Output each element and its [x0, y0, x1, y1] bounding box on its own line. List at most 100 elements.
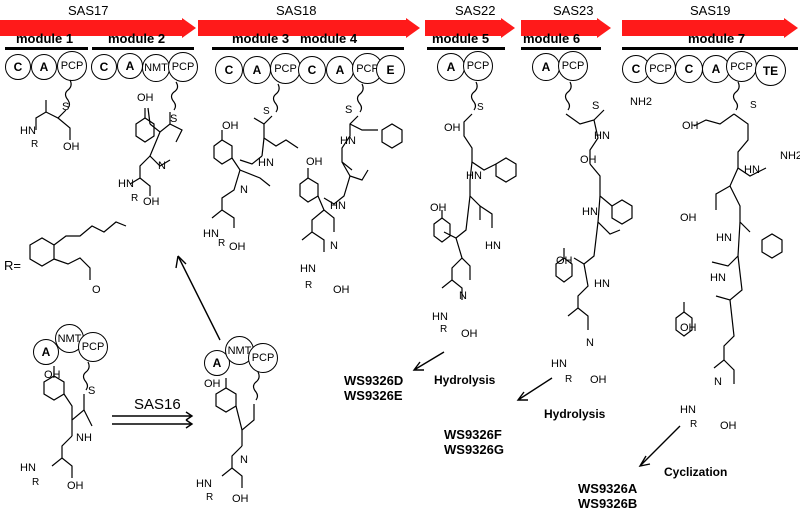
lower-left-domain-nmt: NMT: [55, 324, 84, 353]
m7-atom-hn-low: HN: [710, 272, 726, 284]
gene-label-sas23: SAS23: [553, 3, 594, 18]
m6-domain-pcp: PCP: [558, 51, 588, 81]
lm-atom-oh-bottom: OH: [232, 493, 249, 505]
lower-mid-domain-pcp: PCP: [248, 343, 278, 373]
lower-mid-domain-nmt: NMT: [225, 336, 254, 365]
m2-atom-oh-top: OH: [137, 92, 154, 104]
product-ws9326e: WS9326E: [344, 388, 403, 403]
product-ws9326d: WS9326D: [344, 373, 404, 388]
module-4-bar: [298, 47, 404, 50]
m7-domain-pcp2: PCP: [726, 51, 757, 82]
m3-atom-r: R: [218, 238, 226, 249]
m6-atom-hn-low: HN: [594, 278, 610, 290]
m3-atom-n: N: [240, 184, 248, 196]
m5-atom-n: N: [459, 290, 467, 302]
m6-atom-oh-mid: OH: [556, 255, 573, 267]
m4-atom-hn-mid: HN: [330, 200, 346, 212]
ll-atom-oh-top: OH: [44, 369, 61, 381]
module-1-bar: [5, 47, 88, 50]
m6-atom-r: R: [565, 374, 573, 385]
m7-domain-c2: C: [675, 55, 703, 83]
m7-atom-oh-low: OH: [680, 322, 697, 334]
m6-domain-a: A: [532, 53, 560, 81]
module-5-label: module 5: [432, 31, 490, 46]
m3-domain-c: C: [215, 56, 243, 84]
m6-atom-s: S: [592, 100, 600, 112]
m1-atom-hn: HN: [20, 125, 36, 137]
m3-atom-oh-top: OH: [222, 120, 239, 132]
r-group-label: R=: [4, 258, 21, 273]
module-7-bar: [622, 47, 798, 50]
m3-domain-pcp: PCP: [270, 53, 301, 84]
m7-domain-te: TE: [755, 55, 786, 86]
gene-arrow-sas17: SAS17: [0, 3, 196, 38]
m7-atom-oh-top: OH: [682, 120, 699, 132]
module-5-bar: [427, 47, 505, 50]
m4-atom-hn-bottom: HN: [300, 263, 316, 275]
m4-atom-s: S: [345, 104, 353, 116]
m6-atom-hn: HN: [594, 130, 610, 142]
m6-atom-n: N: [586, 337, 594, 349]
m7-atom-nh2: NH2: [780, 150, 800, 162]
m4-domain-a: A: [326, 56, 354, 84]
m1-atom-s: S: [62, 101, 70, 113]
gene-arrow-sas22: SAS22: [425, 3, 515, 38]
m2-atom-n: N: [158, 160, 166, 172]
m4-atom-r: R: [305, 280, 313, 291]
m5-domain-pcp: PCP: [463, 51, 493, 81]
lm-atom-hn: HN: [196, 478, 212, 490]
m7-atom-r: R: [690, 419, 698, 430]
m1-atom-oh: OH: [63, 141, 80, 153]
module-3-label: module 3: [232, 31, 290, 46]
module-2-label: module 2: [108, 31, 166, 46]
sas16-label: SAS16: [134, 396, 181, 413]
m7-atom-hn-bottom: HN: [680, 404, 696, 416]
m2-atom-oh-bottom: OH: [143, 196, 160, 208]
product-ws9326g: WS9326G: [444, 442, 504, 457]
m1-domain-a: A: [31, 54, 57, 80]
m2-domain-a: A: [117, 53, 143, 79]
module-6-bar: [521, 47, 601, 50]
gene-label-sas17: SAS17: [68, 3, 109, 18]
m4-atom-hn: HN: [340, 135, 356, 147]
m1-domain-pcp: PCP: [57, 51, 87, 81]
gene-label-sas22: SAS22: [455, 3, 496, 18]
ll-atom-r: R: [32, 477, 40, 488]
m7-atom-hn: HN: [744, 164, 760, 176]
m2-domain-c: C: [91, 54, 117, 80]
gene-arrow-sas18: SAS18: [198, 3, 420, 38]
ll-atom-nh: NH: [76, 432, 92, 444]
m7-atom-oh-mid: OH: [680, 212, 697, 224]
m4-domain-e: E: [376, 55, 405, 84]
lower-left-domain-a: A: [33, 339, 59, 365]
cyclization-label: Cyclization: [664, 465, 728, 479]
m5-atom-hn-bottom: HN: [432, 311, 448, 323]
m7-atom-n: N: [714, 376, 722, 388]
m5-atom-r: R: [440, 324, 448, 335]
m4-atom-n: N: [330, 240, 338, 252]
m1-atom-r: R: [31, 139, 39, 150]
module-2-bar: [92, 47, 194, 50]
m6-atom-hn-mid: HN: [582, 206, 598, 218]
m5-atom-oh-bottom: OH: [461, 328, 478, 340]
hydrolysis-label-1: Hydrolysis: [434, 373, 496, 387]
m2-domain-nmt: NMT: [142, 54, 170, 82]
m6-atom-oh-top: OH: [580, 154, 597, 166]
lower-left-domain-pcp: PCP: [78, 332, 108, 362]
m4-domain-c: C: [298, 56, 326, 84]
m5-atom-hn: HN: [466, 170, 482, 182]
lm-atom-oh-top: OH: [204, 378, 221, 390]
product-ws9326f: WS9326F: [444, 427, 502, 442]
product-ws9326a: WS9326A: [578, 481, 638, 496]
gene-arrow-sas23: SAS23: [521, 3, 611, 38]
gene-arrow-sas19: SAS19: [622, 3, 798, 38]
m3-atom-hn: HN: [258, 157, 274, 169]
module-4-label: module 4: [300, 31, 358, 46]
m4-atom-oh-top: OH: [306, 156, 323, 168]
m3-atom-s: S: [263, 106, 270, 117]
lm-atom-n: N: [240, 454, 248, 466]
m7-domain-a: A: [702, 55, 730, 83]
m6-atom-hn-bottom: HN: [551, 358, 567, 370]
